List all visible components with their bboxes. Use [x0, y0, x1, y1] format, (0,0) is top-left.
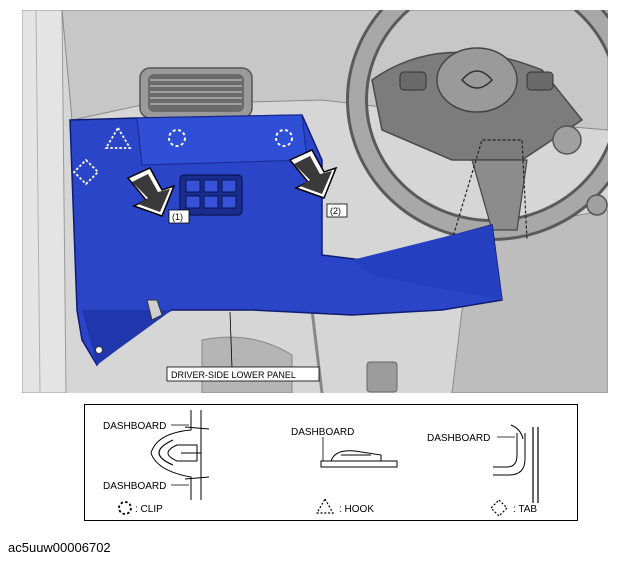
callout-step-1: (1) — [172, 212, 183, 222]
tab-symbol-icon — [490, 499, 508, 517]
hook-cross-section — [320, 450, 398, 468]
pedal — [366, 361, 398, 393]
air-vent — [139, 67, 253, 119]
brand-emblem — [460, 70, 494, 89]
tab-legend-label: : TAB — [513, 504, 537, 515]
hook-symbol-icon — [315, 497, 335, 514]
hook-dashboard-label: DASHBOARD — [291, 427, 354, 438]
clip-bottom-dashboard-label: DASHBOARD — [103, 481, 166, 492]
hook-marker — [104, 126, 132, 149]
document-code: ac5uuw00006702 — [8, 540, 111, 555]
dashboard-illustration: (1) (2) DRIVER-SIDE LOWER PANEL — [22, 10, 608, 393]
clip-marker-1 — [168, 129, 186, 147]
removal-arrow-2 — [288, 149, 338, 199]
legend-box: DASHBOARD DASHBOARD DASHBOARD DASHBOARD … — [84, 404, 578, 521]
removal-arrow-1 — [126, 167, 176, 217]
tab-dashboard-label: DASHBOARD — [427, 433, 490, 444]
switch-panel — [179, 174, 243, 216]
driver-side-lower-panel — [69, 114, 503, 367]
panel-label: DRIVER-SIDE LOWER PANEL — [171, 370, 296, 380]
steering-hub — [436, 47, 518, 113]
clip-cross-section — [150, 410, 210, 500]
callout-step-2: (2) — [330, 206, 341, 216]
clip-top-dashboard-label: DASHBOARD — [103, 421, 166, 432]
clip-legend-label: : CLIP — [135, 504, 163, 515]
clip-symbol-icon — [118, 501, 132, 515]
tab-cross-section — [493, 424, 539, 503]
clip-marker-2 — [275, 129, 293, 147]
hook-legend-label: : HOOK — [339, 504, 374, 515]
door-pillar — [22, 10, 67, 393]
tab-marker — [72, 158, 100, 186]
start-button — [552, 125, 582, 155]
